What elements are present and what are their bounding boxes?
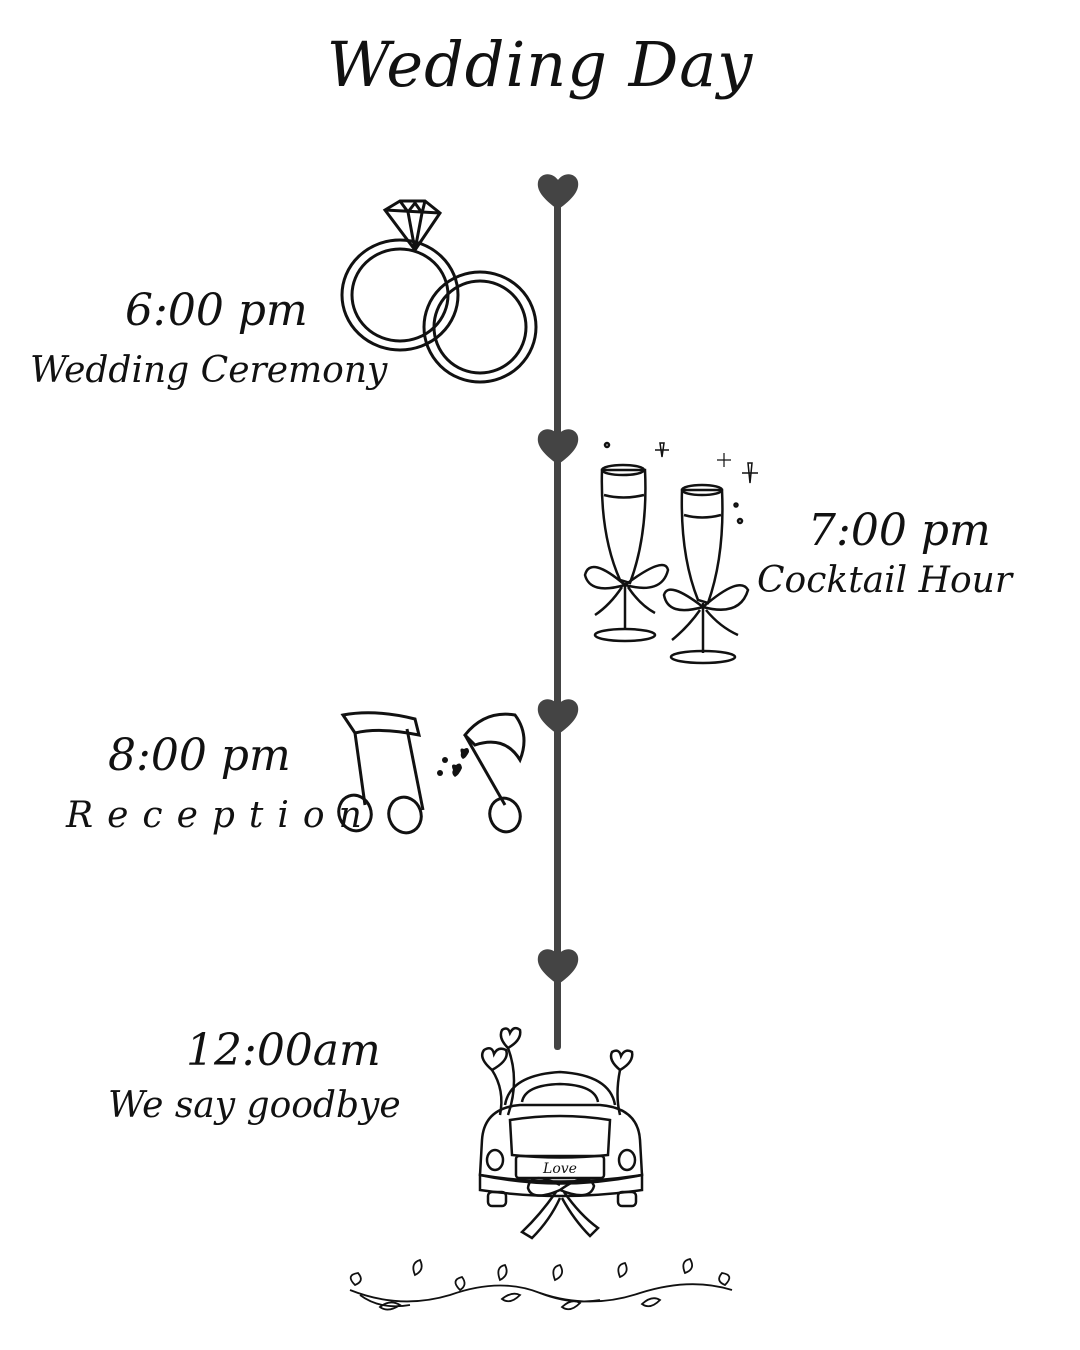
champagne-glasses-icon [583, 441, 758, 665]
getaway-car-icon: Love [478, 1026, 644, 1240]
event-time-cocktail: 7:00 pm [808, 505, 991, 556]
heart-icon [537, 429, 579, 465]
timeline-line [554, 195, 561, 1050]
event-name-cocktail: Cocktail Hour [757, 560, 1013, 601]
event-name-ceremony: Wedding Ceremony [30, 350, 388, 391]
heart-icon [537, 699, 579, 735]
page-title: Wedding Day [326, 28, 754, 101]
vine-divider-icon [349, 1257, 733, 1311]
event-name-reception: Reception [66, 795, 376, 836]
heart-icon [537, 174, 579, 210]
wedding-rings-icon [340, 199, 538, 384]
car-plate-text: Love [542, 1161, 577, 1177]
event-name-goodbye: We say goodbye [108, 1085, 401, 1126]
heart-icon [537, 949, 579, 985]
event-time-ceremony: 6:00 pm [125, 285, 308, 336]
event-time-reception: 8:00 pm [108, 730, 291, 781]
music-notes-icon [337, 711, 526, 835]
event-time-goodbye: 12:00am [186, 1025, 381, 1076]
